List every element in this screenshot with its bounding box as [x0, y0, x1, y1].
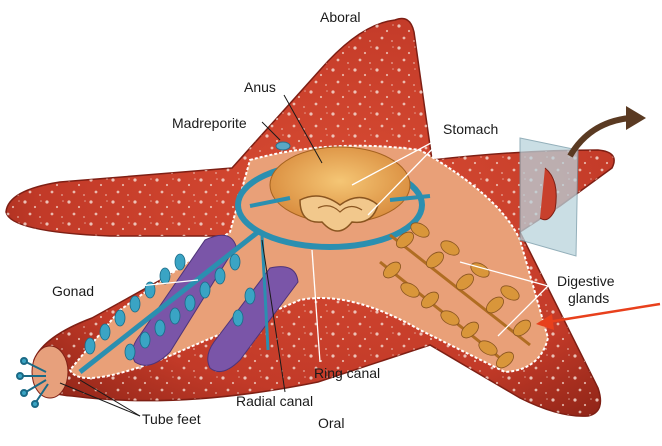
red-arrow-icon: [536, 302, 661, 330]
label-digestive-line1: Digestive: [557, 273, 615, 289]
water-vascular-system: [16, 230, 270, 408]
label-aboral: Aboral: [320, 9, 360, 25]
label-ring-canal: Ring canal: [314, 365, 380, 381]
curved-arrow-icon: [567, 106, 646, 158]
central-disk: [235, 146, 431, 250]
label-tube-feet: Tube feet: [142, 411, 201, 427]
leader-lines: [59, 94, 549, 417]
label-stomach: Stomach: [443, 121, 498, 137]
label-gonad: Gonad: [52, 283, 94, 299]
madreporite-plate: [275, 141, 291, 151]
label-oral: Oral: [318, 415, 344, 431]
label-radial-canal: Radial canal: [236, 393, 313, 409]
label-anus: Anus: [244, 79, 276, 95]
label-madreporite: Madreporite: [172, 115, 247, 131]
section-plane: [519, 137, 579, 257]
label-digestive-line2: glands: [568, 290, 609, 306]
